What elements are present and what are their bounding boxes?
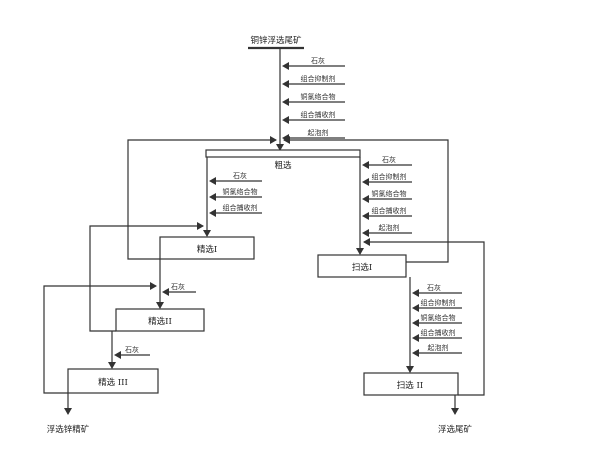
reagent-label: 石灰 bbox=[427, 283, 441, 292]
scavenger2-cell bbox=[363, 372, 459, 396]
clean1-conc-arrow bbox=[156, 302, 164, 309]
reagent-label: 石灰 bbox=[311, 56, 325, 65]
reagent-label: 铜氯络合物 bbox=[223, 187, 258, 196]
rough-tail-arrow bbox=[356, 248, 364, 255]
reagent-label: 石灰 bbox=[125, 345, 139, 354]
reagent-label: 铜氯络合物 bbox=[421, 313, 456, 322]
reagent-label: 铜氯络合物 bbox=[372, 189, 407, 198]
reagent-label: 组合捕收剂 bbox=[372, 206, 407, 215]
cleaner3-label: 精选 III bbox=[98, 377, 128, 388]
final-tail-arrow bbox=[451, 408, 459, 415]
scav1-tail-arrow bbox=[406, 366, 414, 373]
cleaner2-cell bbox=[115, 308, 205, 332]
scav1-conc-return bbox=[284, 139, 449, 263]
feed-label: 铜锌浮选尾矿 bbox=[250, 35, 302, 46]
scav2-conc-arrow bbox=[363, 238, 370, 246]
clean2-tail-arrow bbox=[197, 222, 204, 230]
cleaner1-label: 精选I bbox=[197, 244, 217, 255]
clean2-reagent-arrow bbox=[162, 288, 169, 296]
clean1-tail-arrow bbox=[270, 136, 277, 144]
reagent-label: 组合捕收剂 bbox=[301, 110, 336, 119]
reagents-main: 石灰 组合抑制剂 铜氯络合物 组合捕收剂 起泡剂 bbox=[282, 56, 345, 142]
reagent-label: 石灰 bbox=[233, 171, 247, 180]
final-concentrate-label: 浮选锌精矿 bbox=[47, 424, 90, 435]
reagent-label: 起泡剂 bbox=[308, 128, 329, 137]
reagent-label: 起泡剂 bbox=[428, 343, 449, 352]
cleaner2-label: 精选II bbox=[148, 316, 172, 327]
cleaner1-cell bbox=[159, 236, 255, 260]
scav1-conc-arrow bbox=[283, 136, 290, 144]
reagent-label: 组合抑制剂 bbox=[421, 298, 456, 307]
roughing-cell bbox=[205, 149, 361, 158]
reagent-label: 铜氯络合物 bbox=[301, 92, 336, 101]
reagent-label: 组合捕收剂 bbox=[421, 328, 456, 337]
scav2-conc-return bbox=[364, 241, 485, 396]
roughing-label: 粗选 bbox=[274, 160, 292, 171]
scavenger1-cell bbox=[317, 254, 407, 278]
clean3-reagent-arrow bbox=[114, 351, 121, 359]
reagent-label: 组合捕收剂 bbox=[223, 203, 258, 212]
reagent-label: 起泡剂 bbox=[379, 223, 400, 232]
final-conc-arrow bbox=[64, 408, 72, 415]
reagents-clean1: 石灰 铜氯络合物 组合捕收剂 bbox=[209, 171, 262, 217]
clean1-tail-return bbox=[127, 139, 276, 260]
clean2-tail-return bbox=[89, 225, 203, 332]
reagents-scav2: 石灰 组合抑制剂 铜氯络合物 组合捕收剂 起泡剂 bbox=[412, 283, 462, 357]
reagent-label: 石灰 bbox=[382, 155, 396, 164]
cleaner3-cell bbox=[67, 368, 159, 394]
clean3-tail-arrow bbox=[150, 282, 157, 290]
scavenger2-label: 扫选 II bbox=[397, 380, 423, 391]
clean3-tail-return bbox=[43, 285, 156, 394]
reagent-label: 组合抑制剂 bbox=[301, 74, 336, 83]
clean2-conc-arrow bbox=[108, 362, 116, 369]
rough-conc-arrow bbox=[203, 230, 211, 237]
feed-arrow bbox=[276, 144, 284, 151]
scavenger1-label: 扫选I bbox=[352, 262, 372, 273]
reagents-scav1: 石灰 组合抑制剂 铜氯络合物 组合捕收剂 起泡剂 bbox=[362, 155, 412, 237]
reagent-label: 组合抑制剂 bbox=[372, 172, 407, 181]
final-tailings-label: 浮选尾矿 bbox=[438, 424, 473, 435]
reagent-label: 石灰 bbox=[171, 282, 185, 291]
